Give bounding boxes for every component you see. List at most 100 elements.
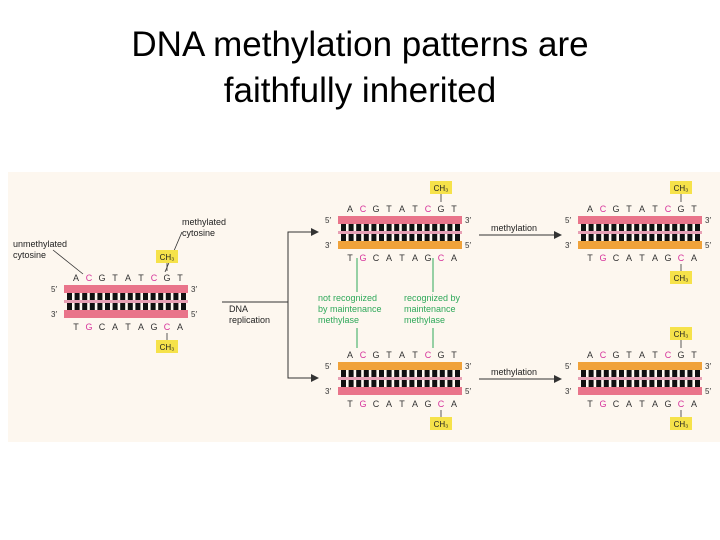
duplex-full-lower-bottom-base: C: [613, 399, 620, 409]
duplex-hemi-upper-bottom-base: C: [438, 253, 445, 263]
duplex-full-upper-rung: [596, 224, 602, 232]
duplex-full-lower-rung: [581, 370, 586, 378]
duplex-full-lower-bottom-3prime: 3′: [565, 387, 571, 396]
duplex-full-lower-top-base: T: [691, 350, 697, 360]
duplex-hemi-lower-rung: [348, 370, 354, 378]
duplex-full-lower-bottom-base: G: [664, 399, 671, 409]
duplex-full-lower-rung: [641, 370, 647, 378]
duplex-full-upper-bottom-base: C: [678, 253, 685, 263]
duplex-full-lower-rung: [603, 370, 609, 378]
duplex-full-lower-rung: [611, 370, 617, 378]
duplex-parent-top-base: A: [73, 273, 79, 283]
duplex-parent-rung: [89, 302, 95, 310]
duplex-parent-rung: [105, 302, 110, 310]
duplex-parent-rung: [173, 302, 179, 310]
duplex-full-lower-rung: [679, 379, 685, 387]
duplex-full-lower-top-base: C: [600, 350, 607, 360]
duplex-parent-bottom-base: A: [112, 322, 118, 332]
duplex-full-lower-pair-line: [578, 377, 702, 380]
duplex-hemi-upper-ch3-top-label: CH₃: [434, 184, 449, 193]
duplex-hemi-lower-rung: [455, 370, 460, 378]
duplex-hemi-lower-top-5prime: 5′: [325, 362, 331, 371]
duplex-full-upper-rung: [588, 224, 594, 232]
duplex-full-lower-rung: [664, 379, 670, 387]
duplex-parent-rung: [173, 293, 179, 301]
duplex-full-upper-rung: [664, 224, 670, 232]
duplex-parent-top-base: A: [125, 273, 131, 283]
duplex-full-lower-rung: [596, 379, 602, 387]
duplex-full-lower-rung: [649, 379, 655, 387]
duplex-full-upper-rung: [634, 233, 640, 241]
duplex-full-lower-rung: [695, 370, 700, 378]
duplex-hemi-lower-bottom-base: A: [451, 399, 457, 409]
duplex-parent-rung: [74, 302, 80, 310]
duplex-parent-rung: [105, 293, 110, 301]
duplex-full-upper-rung: [649, 224, 655, 232]
duplex-hemi-upper-bottom-base: A: [386, 253, 392, 263]
duplex-full-upper-bottom-base: G: [664, 253, 671, 263]
duplex-hemi-upper-rung: [455, 233, 460, 241]
label-dna-replication-1: DNA: [229, 304, 248, 314]
duplex-hemi-upper-rung: [432, 224, 438, 232]
duplex-parent-top-5prime: 5′: [51, 285, 57, 294]
duplex-full-lower-rung: [687, 370, 693, 378]
duplex-full-upper-rung: [679, 224, 685, 232]
duplex-hemi-lower-rung: [371, 379, 377, 387]
duplex-hemi-lower-rung: [371, 370, 377, 378]
duplex-hemi-upper-ch3-top-box: [430, 181, 452, 194]
duplex-full-lower-bottom-base: A: [626, 399, 632, 409]
duplex-hemi-lower-rung: [356, 379, 362, 387]
duplex-parent-bottom-3prime: 3′: [51, 310, 57, 319]
duplex-parent-top-base: C: [86, 273, 93, 283]
duplex-hemi-lower-ch3-bottom-label: CH₃: [434, 420, 449, 429]
duplex-hemi-lower-top-base: T: [386, 350, 392, 360]
duplex-full-upper-rung: [695, 224, 700, 232]
duplex-hemi-lower-rung: [439, 370, 445, 378]
duplex-full-upper-top-3prime: 3′: [705, 216, 711, 225]
duplex-hemi-lower-rung: [363, 370, 369, 378]
duplex-full-lower-rung: [611, 379, 617, 387]
dna-methylation-diagram: unmethylated cytosine methylated cytosin…: [8, 172, 720, 442]
duplex-hemi-upper-rung: [356, 233, 362, 241]
duplex-full-lower-top-strand: [578, 362, 702, 370]
duplex-hemi-upper-rung: [417, 233, 422, 241]
duplex-hemi-lower-top-base: G: [372, 350, 379, 360]
duplex-full-upper-bottom-base: C: [613, 253, 620, 263]
slide-title-line2: faithfully inherited: [223, 71, 497, 110]
duplex-full-upper-rung: [581, 224, 586, 232]
duplex-parent-rung: [150, 293, 156, 301]
duplex-hemi-upper-rung: [432, 233, 438, 241]
duplex-full-lower-rung: [626, 370, 632, 378]
duplex-parent-rung: [158, 302, 164, 310]
duplex-full-upper-rung: [626, 233, 632, 241]
duplex-parent-rung: [181, 293, 186, 301]
duplex-full-upper-rung: [588, 233, 594, 241]
duplex-full-lower-top-base: C: [665, 350, 672, 360]
duplex-full-upper-rung: [679, 233, 685, 241]
duplex-hemi-upper-rung: [439, 233, 445, 241]
duplex-full-upper-bottom-3prime: 3′: [565, 241, 571, 250]
duplex-full-upper-top-base: C: [665, 204, 672, 214]
duplex-full-upper-rung: [581, 233, 586, 241]
duplex-parent-rung: [165, 293, 171, 301]
duplex-full-lower-top-base: A: [587, 350, 593, 360]
duplex-hemi-upper-top-base: C: [425, 204, 432, 214]
duplex-hemi-lower-rung: [401, 379, 407, 387]
duplex-full-upper-bottom-base: A: [626, 253, 632, 263]
duplex-full-lower-rung: [664, 370, 670, 378]
duplex-full-upper-ch3-bottom-label: CH₃: [674, 274, 689, 283]
duplex-hemi-upper-rung: [409, 224, 415, 232]
duplex-hemi-lower-rung: [379, 370, 384, 378]
duplex-hemi-upper-bottom-base: A: [412, 253, 418, 263]
methylation-arrowhead-bottom: [554, 375, 562, 383]
duplex-hemi-lower-top-base: G: [437, 350, 444, 360]
duplex-full-upper-rung: [641, 233, 647, 241]
duplex-parent-bottom-5prime: 5′: [191, 310, 197, 319]
duplex-hemi-upper-top-base: T: [386, 204, 392, 214]
duplex-parent-bottom-strand: [64, 310, 188, 318]
duplex-parent-top-base: T: [138, 273, 144, 283]
duplex-full-lower-rung: [687, 379, 693, 387]
duplex-hemi-lower-rung: [348, 379, 354, 387]
duplex-full-upper-top-strand: [578, 216, 702, 224]
duplex-hemi-upper-rung: [371, 224, 377, 232]
